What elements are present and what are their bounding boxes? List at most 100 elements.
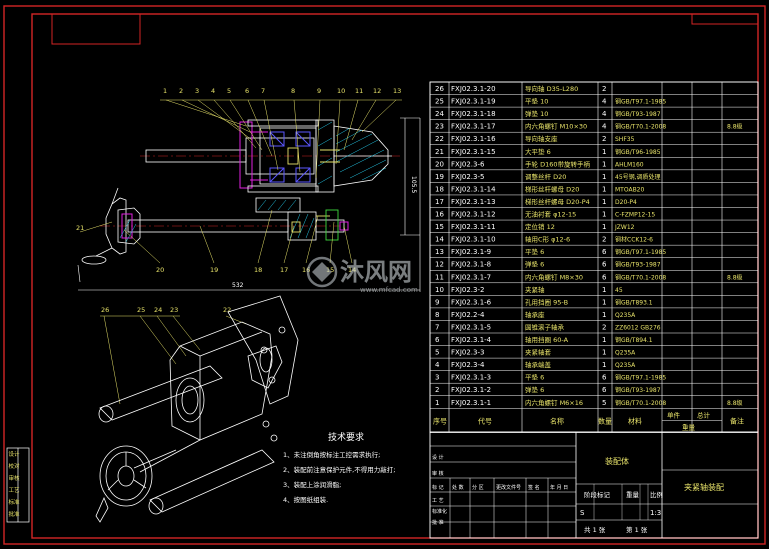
callout-leader: [229, 99, 263, 151]
part-code: FXJ02.3-2: [451, 286, 484, 294]
part-code: FXJ02.3.1-16: [451, 135, 496, 143]
callout-bottom: 17: [280, 266, 288, 274]
part-qty: 1: [602, 211, 606, 219]
side-label: 工艺: [9, 487, 21, 494]
part-name: 轴承座: [525, 310, 545, 319]
part-material: SHF35: [615, 136, 635, 143]
callout-top: 2: [179, 87, 183, 95]
dim-height: 105.5: [410, 176, 417, 193]
th-name: 名称: [550, 416, 564, 425]
part-no: 5: [435, 349, 439, 357]
part-qty: 2: [602, 135, 606, 143]
part-code: FXJ02.3.1-19: [451, 98, 496, 106]
part-material: 钢GB/T93-1987: [615, 261, 661, 269]
part-code: FXJ02.3.1-9: [451, 248, 491, 256]
rev-label: 标 记: [432, 484, 444, 491]
callout-leader: [257, 209, 273, 264]
part-qty: 1: [602, 336, 606, 344]
part-no: 16: [435, 211, 444, 219]
part-material: 钢GB/T93-1987: [615, 386, 661, 394]
part-code: FXJ02.3.1-11: [451, 223, 496, 231]
callout-leader: [343, 99, 359, 151]
callout-iso: 24: [154, 306, 162, 314]
part-material: 钢GB/T70.1-2008: [615, 273, 666, 281]
callout-top: 5: [227, 87, 231, 95]
callout-top: 1: [163, 87, 167, 95]
part-no: 4: [435, 361, 440, 369]
part-qty: 4: [602, 98, 607, 106]
rev-label: 更改文件号: [496, 484, 521, 491]
part-code: FXJ02.3.1-10: [451, 236, 496, 244]
part-code: FXJ02.3.1-18: [451, 110, 496, 118]
callout-top: 3: [195, 87, 199, 95]
role-label: 工 艺: [432, 498, 444, 504]
callout-bottom: 14: [348, 266, 356, 274]
part-qty: 6: [602, 374, 607, 382]
part-no: 10: [435, 286, 444, 294]
part-qty: 6: [602, 248, 607, 256]
scale-value: 1:3: [650, 509, 661, 517]
callout-iso: 25: [137, 306, 145, 314]
title-border: [429, 431, 759, 539]
part-material: 钢GB/T70.1-2008: [615, 123, 666, 131]
part-no: 17: [435, 198, 444, 206]
part-name: 平垫 10: [525, 97, 548, 106]
part-no: 20: [435, 160, 444, 168]
part-name: 轴用C形 φ12-6: [525, 235, 570, 244]
part-no: 13: [435, 248, 444, 256]
part-name: 弹垫 6: [525, 385, 544, 394]
part-name: 定位销 12: [525, 222, 555, 231]
scale-label: 比例: [650, 490, 663, 499]
part-no: 3: [435, 374, 439, 382]
part-material: 钢GB/T97.1-1985: [615, 98, 666, 106]
callout-leader: [199, 225, 215, 264]
part-qty: 1: [602, 185, 606, 193]
callout-leader: [329, 221, 335, 264]
callout-iso: 23: [170, 306, 178, 314]
callout-leader: [361, 99, 397, 133]
part-qty: 1: [602, 361, 606, 369]
tech-req-item: 2、装配前注意保护元件,不得用力敲打;: [283, 465, 395, 474]
callout-leader: [79, 221, 113, 233]
callout-leader: [247, 99, 273, 157]
part-no: 1: [435, 399, 439, 407]
part-no: 21: [435, 148, 444, 156]
assembly-title: 装配体: [605, 456, 629, 466]
part-code: FXJ02.3.1-5: [451, 323, 491, 331]
part-no: 22: [435, 135, 444, 143]
part-no: 19: [435, 173, 444, 181]
callout-top: 9: [317, 87, 321, 95]
part-name: 调整丝杆 D20: [525, 172, 566, 181]
tech-req-item: 3、装配上涂润滑脂;: [283, 480, 341, 489]
callout-leader: [305, 215, 319, 264]
stage-value: S: [580, 509, 585, 517]
rev-label: 年 月 日: [550, 484, 568, 491]
part-qty: 2: [602, 323, 606, 331]
tech-req-item: 4、按图纸组装.: [283, 495, 328, 504]
part-code: FXJ02.3.1-6: [451, 298, 492, 306]
callout-top: 12: [373, 87, 381, 95]
part-code: FXJ02.3.1-3: [451, 374, 491, 382]
part-qty: 1: [602, 298, 606, 306]
part-name: 大平垫 6: [525, 147, 551, 156]
callout-bottom: 20: [156, 266, 164, 274]
part-code: FXJ02.3.1-13: [451, 198, 496, 206]
part-no: 23: [435, 123, 444, 131]
callout-leader: [293, 99, 301, 173]
part-name: 内六角螺钉 M8×30: [525, 272, 583, 281]
part-code: FXJ02.3.1-1: [451, 399, 491, 407]
part-qty: 1: [602, 286, 606, 294]
part-name: 内六角螺钉 M6×16: [525, 398, 583, 407]
dim-length: 532: [232, 282, 244, 289]
part-material: 钢GB/T70.1-2008: [615, 399, 666, 407]
callout-leader: [351, 99, 377, 141]
sheet-total: 共 1 张: [584, 525, 606, 534]
callout-leader: [139, 315, 177, 365]
tech-req-title: 技术要求: [328, 431, 364, 443]
part-qty: 2: [602, 85, 606, 93]
part-qty: 1: [602, 148, 606, 156]
